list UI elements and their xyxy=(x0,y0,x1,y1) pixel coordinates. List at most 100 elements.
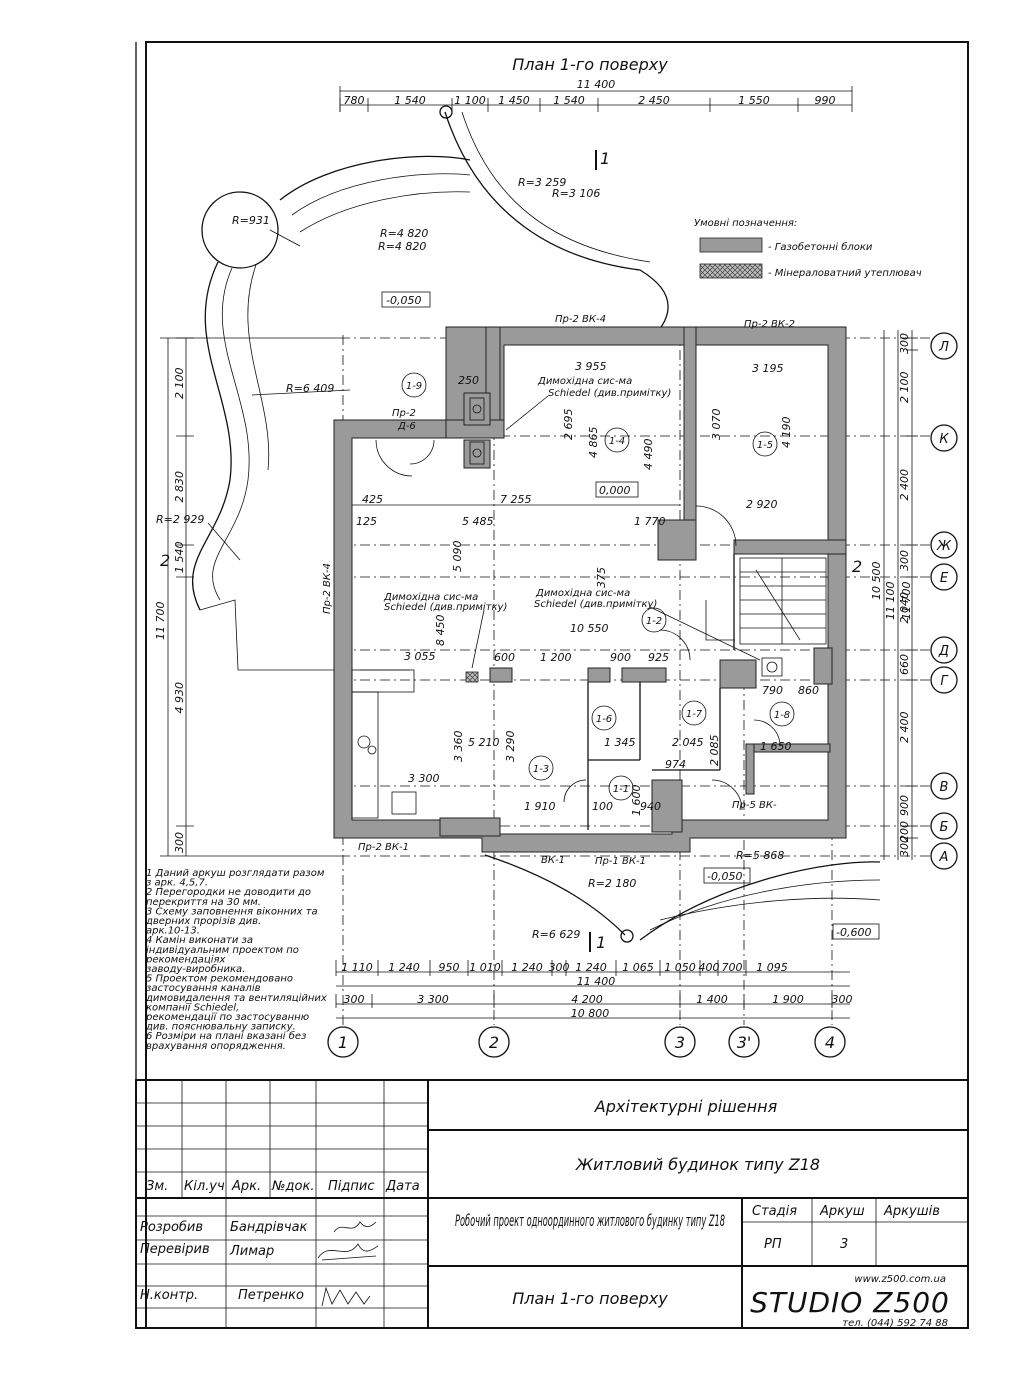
note-line: 1 Даний аркуш розглядати разом xyxy=(146,868,325,879)
axis-label: 3 xyxy=(675,1033,685,1052)
bottom-seg-dim: 700 xyxy=(722,961,743,974)
axis-bubbles-bottom: 1 2 3 3' 4 xyxy=(327,1026,846,1058)
note-line: дверних прорізів див. xyxy=(145,915,261,927)
right-seg-dim: 300 xyxy=(898,836,911,857)
legend-title: Умовні позначення: xyxy=(694,217,797,229)
partitions xyxy=(351,504,783,830)
bottom-seg-dim: 300 xyxy=(832,993,853,1006)
note-line: 6 Розміри на плані вказані без xyxy=(146,1030,306,1042)
axis-label: А xyxy=(939,850,949,865)
axis-label: Е xyxy=(940,571,949,586)
signature-mark xyxy=(333,1221,377,1233)
dim-text: 5 090 xyxy=(451,541,464,573)
tb-col-header: Підпис xyxy=(328,1179,374,1194)
bottom-total-dim: 11 400 xyxy=(577,975,616,988)
opening-label: Пр-1 ВК-1 xyxy=(595,856,646,867)
note-line: застосування каналів xyxy=(146,982,261,994)
note-line: рекомендаціях xyxy=(145,953,226,965)
tb-phone: тел. (044) 592 74 88 xyxy=(842,1318,948,1329)
tb-col-header: Дата xyxy=(385,1179,420,1194)
axis-bubble: Е xyxy=(930,563,958,591)
dim-text: 2 045 xyxy=(672,736,704,749)
dim-text: 8 450 xyxy=(434,615,447,647)
bottom-seg-dim: 1 050 xyxy=(664,961,696,974)
axis-label: 4 xyxy=(825,1033,835,1052)
room-tag: 1-2 xyxy=(646,616,662,627)
right-total-dim: 11 700 xyxy=(900,582,913,621)
bottom-seg-dim: 1 900 xyxy=(772,993,804,1006)
left-seg-dim: 300 xyxy=(173,832,186,853)
right-seg-dim: 2 400 xyxy=(898,712,911,744)
note-line: рекомендації по застосуванню xyxy=(145,1011,309,1023)
dim-text: 3 055 xyxy=(404,650,436,663)
note-line: заводу-виробника. xyxy=(146,963,245,975)
curved-paths xyxy=(191,105,881,943)
room-tag: 1-5 xyxy=(757,440,773,451)
dim-text: 1 650 xyxy=(760,740,792,753)
axis-label: 3' xyxy=(737,1033,752,1052)
chimney-label: Schiedel (див.примітку) xyxy=(548,387,671,399)
axis-label: В xyxy=(940,780,949,795)
tb-role: Перевірив xyxy=(140,1242,210,1257)
room-tag: 1-6 xyxy=(596,714,612,725)
room-tag: 1-9 xyxy=(406,381,422,392)
left-seg-dim: 4 930 xyxy=(173,682,186,714)
bottom-seg-dim: 1 240 xyxy=(388,961,420,974)
tb-sheet-title: План 1-го поверху xyxy=(512,1289,668,1308)
note-line: арк.10-13. xyxy=(146,926,200,937)
dim-text: 425 xyxy=(362,493,383,506)
top-seg-dim: 1 550 xyxy=(738,94,770,107)
dim-text: 3 360 xyxy=(452,731,465,763)
axis-bubble: Б xyxy=(930,812,958,840)
dim-text: 125 xyxy=(356,515,377,528)
axis-label: Л xyxy=(938,340,949,355)
opening-label: Пр-2 xyxy=(392,408,416,419)
dim-text: 3 070 xyxy=(710,409,723,441)
radius-label: R=5 868 xyxy=(736,849,784,862)
tb-role: Розробив xyxy=(140,1220,203,1235)
top-seg-dim: 990 xyxy=(815,94,836,107)
bottom-seg-dim: 300 xyxy=(344,993,365,1006)
bottom-seg-dim: 300 xyxy=(549,961,570,974)
tb-sheet-label: Аркуш xyxy=(819,1204,865,1219)
right-seg-dim: 900 xyxy=(898,795,911,816)
axis-bubble: 4 xyxy=(814,1026,846,1058)
right-seg-dim: 200 xyxy=(898,821,911,842)
axis-bubble: 1 xyxy=(327,1026,359,1058)
legend-label-insulation: - Мінераловатний утеплювач xyxy=(768,267,922,279)
bottom-total-dim: 10 800 xyxy=(571,1007,610,1020)
dim-text: 2 920 xyxy=(746,498,778,511)
chimney-label: Schiedel (див.примітку) xyxy=(384,601,507,613)
tb-sheets-label: Аркушів xyxy=(883,1204,940,1219)
top-seg-dim: 780 xyxy=(344,94,365,107)
axis-label: 2 xyxy=(489,1033,499,1052)
bottom-seg-dim: 1 400 xyxy=(696,993,728,1006)
studio-logo: STUDIO Z500 xyxy=(750,1286,950,1319)
left-seg-dim: 2 100 xyxy=(173,368,186,400)
axis-bubble: Ж xyxy=(930,531,958,559)
bottom-seg-dim: 4 200 xyxy=(571,993,603,1006)
axis-bubble: В xyxy=(930,772,958,800)
section-mark: 2 xyxy=(160,551,170,570)
right-total-dim: 11 100 xyxy=(884,582,897,621)
dim-text: 3 290 xyxy=(504,731,517,763)
room-tag: 1-1 xyxy=(613,784,629,795)
dim-text: 600 xyxy=(494,651,515,664)
tb-col-header: Арк. xyxy=(231,1179,261,1194)
dim-text: 4 865 xyxy=(587,427,600,459)
chimney-blocks xyxy=(465,397,485,683)
opening-label: Д-6 xyxy=(397,421,416,432)
legend-label-gas-block: - Газобетонні блоки xyxy=(768,241,873,253)
inner-dimensions: 3 955 3 195 2 695 4 865 4 490 3 070 4 19… xyxy=(356,360,819,816)
legend-swatch-insulation xyxy=(699,263,763,279)
bottom-seg-dim: 1 010 xyxy=(469,961,501,974)
dim-text: 900 xyxy=(610,651,631,664)
top-seg-dim: 1 450 xyxy=(498,94,530,107)
axis-label: Д xyxy=(938,644,949,659)
